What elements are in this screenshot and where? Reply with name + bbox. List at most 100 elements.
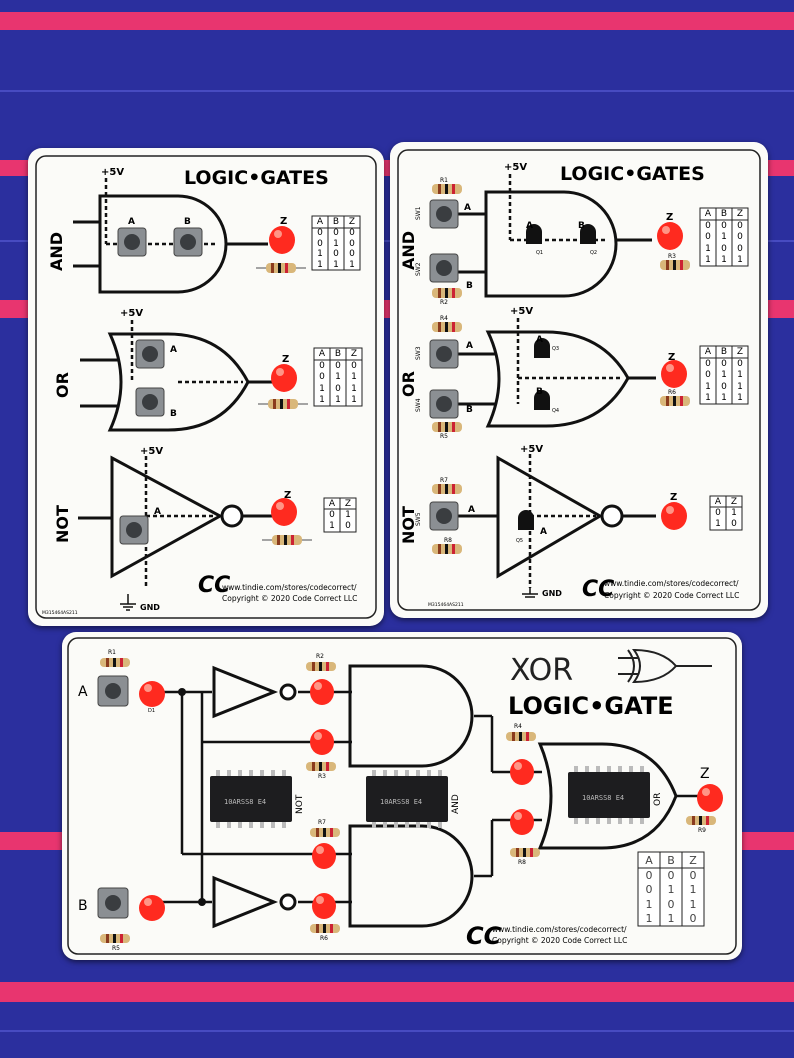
resistor-r4 xyxy=(432,322,462,332)
left-board-title: LOGIC•GATES xyxy=(184,167,329,189)
td: 1 xyxy=(689,883,697,897)
xor-truth-table xyxy=(637,851,705,927)
push-button-sw5[interactable] xyxy=(429,501,459,531)
th: A xyxy=(714,496,722,507)
td: 1 xyxy=(335,372,341,383)
footer-copyright: Copyright © 2020 Code Correct LLC xyxy=(604,591,739,600)
td: 0 xyxy=(349,238,355,249)
td: 1 xyxy=(351,372,357,383)
chip-marking: 10ARSS8 E4 xyxy=(224,798,266,806)
td: 0 xyxy=(667,868,675,882)
td: 1 xyxy=(333,238,339,249)
td: 0 xyxy=(333,228,339,239)
push-button-sw3[interactable] xyxy=(429,339,459,369)
resistor-r8 xyxy=(432,544,462,554)
td: 1 xyxy=(319,395,325,406)
r8-label: R8 xyxy=(518,859,526,866)
r1-label: R1 xyxy=(108,649,116,656)
or-label: OR xyxy=(399,371,418,397)
td: 0 xyxy=(351,360,357,371)
input-a-label: A xyxy=(540,527,547,537)
push-button-b[interactable] xyxy=(97,887,129,919)
td: 0 xyxy=(335,360,341,371)
r9-label: R9 xyxy=(698,827,706,834)
xor-title: XOR xyxy=(510,653,573,688)
td: 1 xyxy=(731,507,737,518)
code-correct-logo: CC xyxy=(582,577,614,602)
led-not-b xyxy=(312,893,336,919)
r7-label: R7 xyxy=(440,477,448,484)
and-chip-label: AND xyxy=(451,794,461,814)
input-a-label: A xyxy=(536,335,543,345)
or-chip-label: OR xyxy=(653,793,663,806)
td: 1 xyxy=(737,381,743,392)
q3-label: Q3 xyxy=(552,346,559,352)
or-truth-table xyxy=(699,345,749,405)
input-a-label: A xyxy=(464,203,471,213)
transistor-q1 xyxy=(526,224,542,244)
resistor-r9 xyxy=(686,816,716,825)
led-not-output xyxy=(271,498,297,526)
r4-label: R4 xyxy=(514,723,522,730)
led-or-output xyxy=(661,360,687,388)
not-truth-table xyxy=(709,495,743,531)
code-correct-logo: CC xyxy=(466,922,502,950)
push-button-sw1[interactable] xyxy=(429,199,459,229)
push-button-b[interactable] xyxy=(135,387,165,417)
vcc-label: +5V xyxy=(504,162,527,173)
footer-url: www.tindie.com/stores/codecorrect/ xyxy=(604,579,739,588)
not-bubble xyxy=(600,504,624,528)
q5-label: Q5 xyxy=(516,538,523,544)
push-button-sw2[interactable] xyxy=(429,253,459,283)
and-gate-symbol xyxy=(348,824,474,928)
push-button-a[interactable] xyxy=(135,339,165,369)
push-button-a[interactable] xyxy=(119,515,149,545)
or-gate-symbol xyxy=(485,330,630,428)
sw4-label: SW4 xyxy=(415,398,422,412)
td: 1 xyxy=(351,395,357,406)
td: 0 xyxy=(645,868,653,882)
td: 0 xyxy=(689,868,697,882)
d1-label: D1 xyxy=(148,708,155,714)
push-button-b[interactable] xyxy=(173,227,203,257)
vcc-label: +5V xyxy=(120,308,143,319)
output-z-label: Z xyxy=(282,354,289,365)
chip-marking: 10ARSS8 E4 xyxy=(582,794,624,802)
push-button-a[interactable] xyxy=(97,675,129,707)
left-board-artwork: LOGIC•GATES +5V AND A B Z OR +5V xyxy=(35,155,377,619)
resistor-r5 xyxy=(432,422,462,432)
sw3-label: SW3 xyxy=(415,346,422,360)
r4-label: R4 xyxy=(440,315,448,322)
not-gate-symbol xyxy=(212,875,279,929)
mat-stripe xyxy=(0,12,794,30)
td: 0 xyxy=(705,220,711,231)
td: 0 xyxy=(737,243,743,254)
th: A xyxy=(328,498,336,509)
resistor-r4 xyxy=(506,732,536,741)
resistor-r6 xyxy=(660,396,690,406)
td: 1 xyxy=(349,259,355,270)
td: 0 xyxy=(319,372,325,383)
td: 0 xyxy=(335,383,341,394)
xor-gate-icon xyxy=(618,648,712,684)
q2-label: Q2 xyxy=(590,250,597,256)
push-button-a[interactable] xyxy=(117,227,147,257)
td: 1 xyxy=(333,259,339,270)
output-z-label: Z xyxy=(280,216,287,227)
and-gate-symbol xyxy=(98,194,228,294)
td: 0 xyxy=(737,358,743,369)
output-z-label: Z xyxy=(670,492,677,503)
or-gate-symbol xyxy=(107,332,250,432)
td: 1 xyxy=(351,383,357,394)
td: 0 xyxy=(317,228,323,239)
td: 0 xyxy=(345,521,351,532)
th: A xyxy=(316,217,324,227)
resistor xyxy=(256,263,306,273)
and-gate-symbol xyxy=(484,190,618,298)
push-button-sw4[interactable] xyxy=(429,389,459,419)
resistor-r2 xyxy=(432,288,462,298)
not-label: NOT xyxy=(399,506,418,544)
q1-label: Q1 xyxy=(536,250,543,256)
ic-chip-and xyxy=(366,770,448,828)
